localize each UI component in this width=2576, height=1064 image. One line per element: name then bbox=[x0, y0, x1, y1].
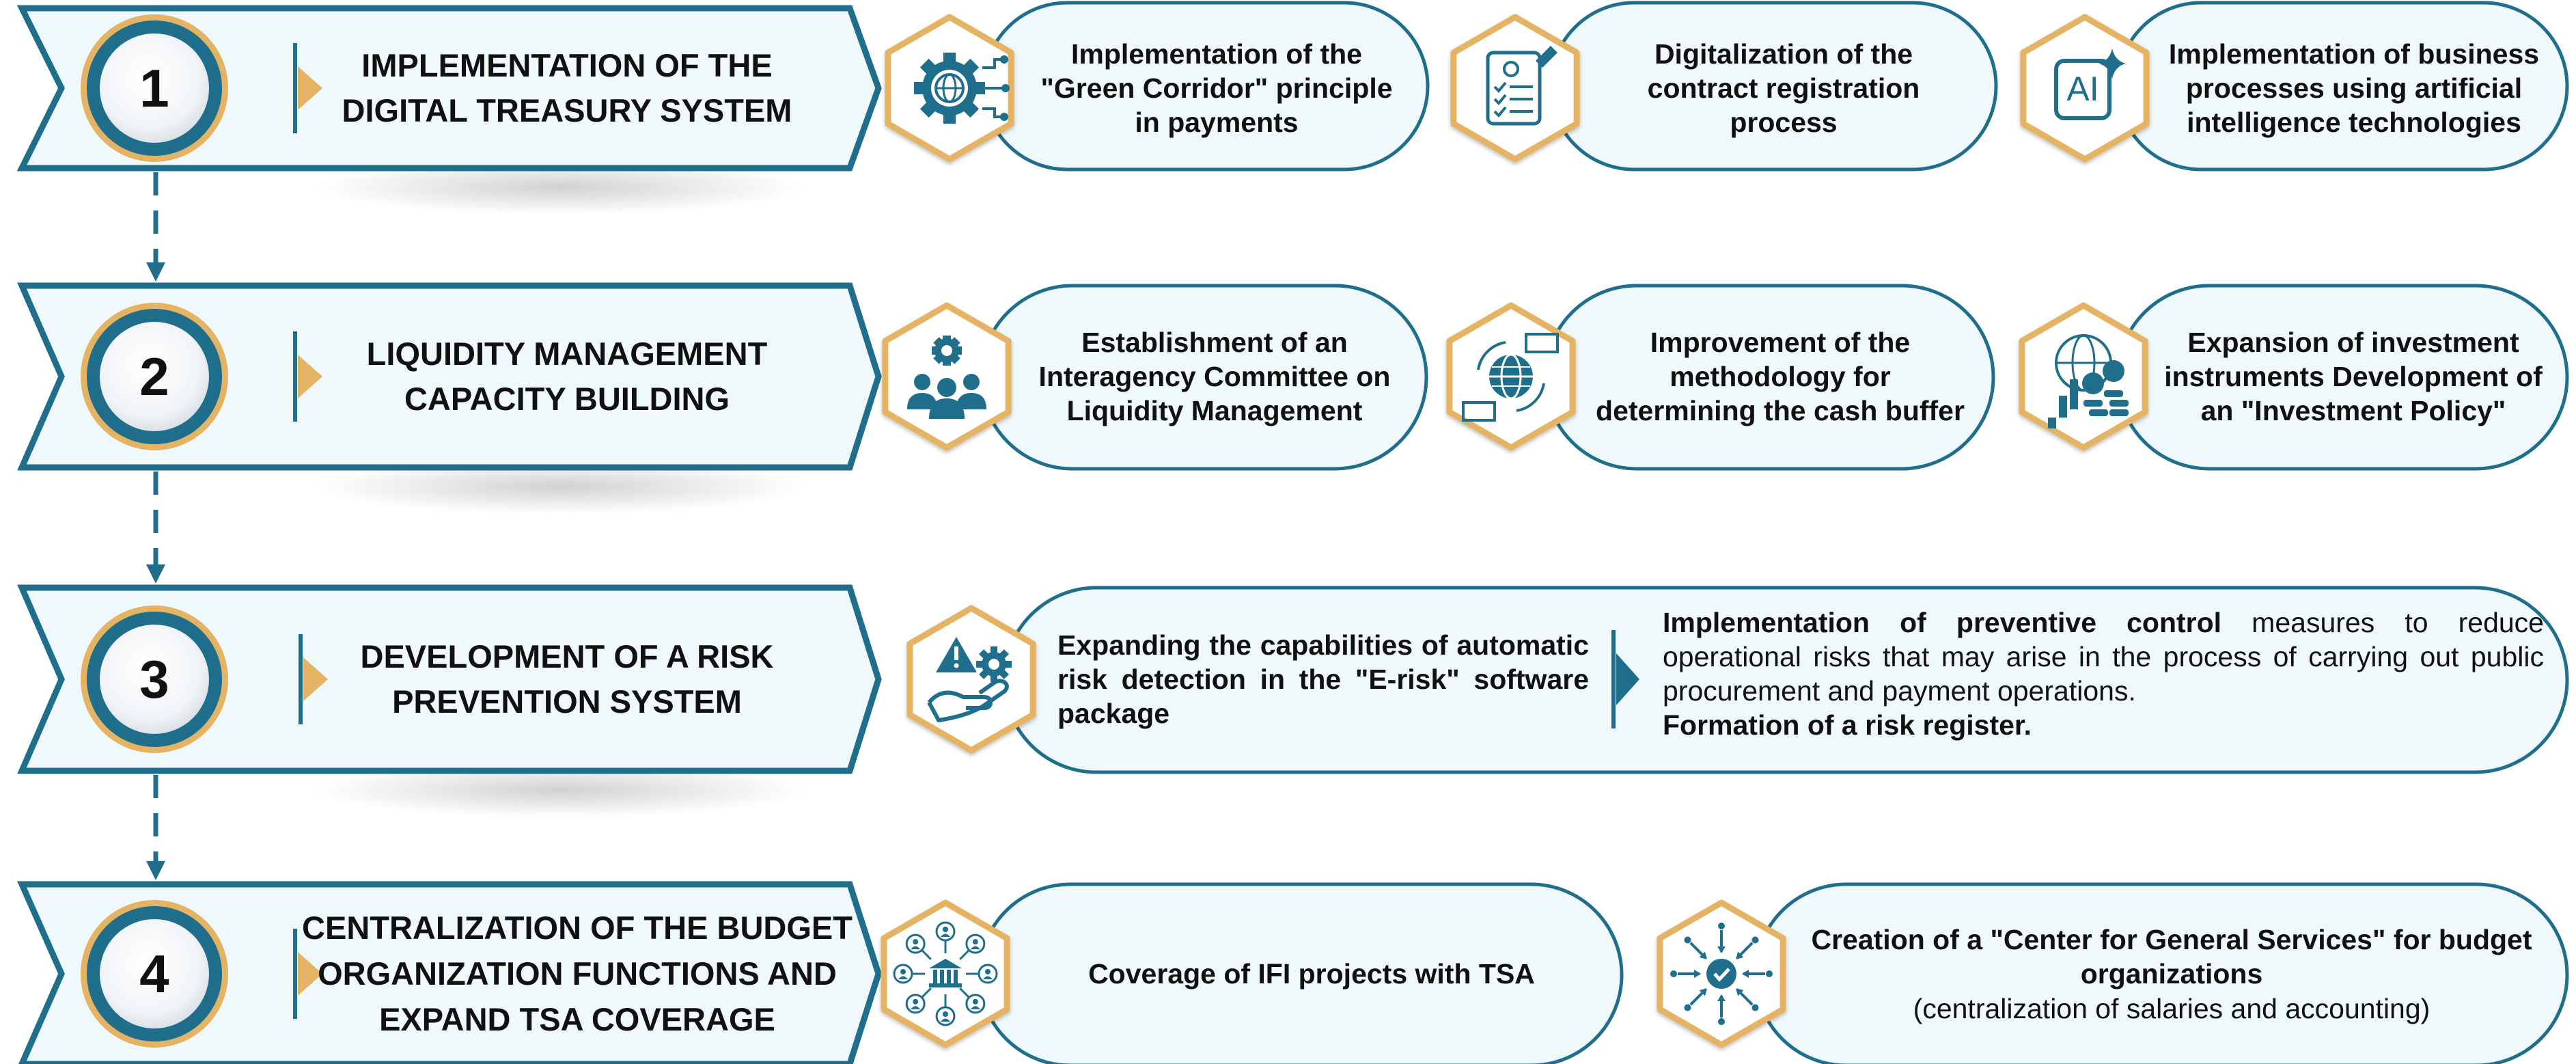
step-title-line: EXPAND TSA COVERAGE bbox=[379, 1000, 775, 1037]
item-text-group: Creation of a "Center for General Servic… bbox=[1803, 923, 2540, 1025]
step-connector-arrowhead bbox=[146, 861, 165, 880]
item-text: Coverage of IFI projects with TSA bbox=[1026, 891, 1597, 1057]
team-gear-icon bbox=[907, 336, 986, 419]
globe-coins-chart-icon bbox=[2048, 334, 2129, 428]
item-text-content: Implementation of the "Green Corridor" p… bbox=[1040, 38, 1393, 138]
icon-hexagon bbox=[906, 605, 1036, 754]
item-text: Digitalization of the contract registrat… bbox=[1596, 15, 1971, 161]
icon-hexagon bbox=[881, 899, 1010, 1048]
item-text-content: Coverage of IFI projects with TSA bbox=[1088, 958, 1535, 990]
bank-network-icon bbox=[893, 921, 998, 1026]
step-title-line: DEVELOPMENT OF A RISK bbox=[360, 638, 774, 675]
step-title: DEVELOPMENT OF A RISK PREVENTION SYSTEM bbox=[321, 593, 813, 765]
item-text: Improvement of the methodology for deter… bbox=[1592, 292, 1969, 461]
step-banner bbox=[17, 584, 882, 774]
step-title-line: IMPLEMENTATION OF THE bbox=[361, 47, 773, 84]
checklist-clipboard-icon bbox=[1486, 46, 1557, 126]
banner-shadow bbox=[314, 763, 806, 817]
item-text-content: Expanding the capabilities of automatic … bbox=[1057, 629, 1589, 729]
step-connector-arrowhead bbox=[146, 564, 165, 584]
item-text-content: Digitalization of the contract registrat… bbox=[1647, 38, 1920, 138]
svg-text:AI: AI bbox=[2066, 70, 2099, 108]
item-text: Implementation of business processes usi… bbox=[2165, 15, 2543, 161]
step-title-line: CENTRALIZATION OF THE BUDGET bbox=[302, 910, 853, 946]
banner-shadow bbox=[314, 160, 806, 215]
number-badge-face bbox=[100, 322, 209, 431]
icon-hexagon bbox=[2020, 14, 2150, 163]
step-number: 4 bbox=[139, 944, 169, 1004]
step-title-lines: DEVELOPMENT OF A RISK PREVENTION SYSTEM bbox=[361, 634, 774, 724]
step-detail: Implementation of preventive control mea… bbox=[1663, 605, 2544, 753]
step-title-line: ORGANIZATION FUNCTIONS AND bbox=[318, 955, 837, 992]
step-title-line: DIGITAL TREASURY SYSTEM bbox=[342, 92, 792, 128]
banner-triangle bbox=[303, 657, 328, 701]
ai-chip-icon: AI bbox=[2054, 49, 2126, 120]
detail-tail: Formation of a risk register. bbox=[1663, 708, 2544, 742]
step-banner bbox=[17, 881, 882, 1064]
detail-triangle bbox=[1616, 653, 1639, 705]
step-number: 1 bbox=[139, 58, 169, 118]
item-text: Implementation of the "Green Corridor" p… bbox=[1030, 15, 1403, 161]
step-title-lines: IMPLEMENTATION OF THE DIGITAL TREASURY SY… bbox=[342, 43, 792, 133]
banner-triangle bbox=[298, 952, 322, 996]
icon-hexagon bbox=[882, 302, 1012, 451]
step-title: CENTRALIZATION OF THE BUDGET ORGANIZATION… bbox=[301, 890, 854, 1059]
globe-money-exchange-icon bbox=[1462, 333, 1559, 422]
step-connector-arrowhead bbox=[146, 262, 165, 282]
centralized-check-arrows-icon bbox=[1670, 923, 1773, 1025]
item-text-bold: Creation of a "Center for General Servic… bbox=[1811, 924, 2532, 990]
step-title: LIQUIDITY MANAGEMENT CAPACITY BUILDING bbox=[321, 291, 813, 462]
item-text-content: Improvement of the methodology for deter… bbox=[1596, 326, 1965, 426]
icon-hexagon bbox=[2019, 302, 2148, 451]
item-text-content: Establishment of an Interagency Committe… bbox=[1038, 326, 1391, 426]
number-badge-face bbox=[100, 919, 209, 1028]
number-badge-face bbox=[100, 625, 209, 734]
hand-warning-gear-icon bbox=[927, 637, 1012, 722]
banner-triangle bbox=[298, 355, 322, 398]
item-text-content: Expansion of investment instruments Deve… bbox=[2164, 326, 2543, 426]
item-text-normal: (centralization of salaries and accounti… bbox=[1913, 992, 2430, 1024]
step-title: IMPLEMENTATION OF THE DIGITAL TREASURY SY… bbox=[321, 14, 813, 163]
step-title-lines: CENTRALIZATION OF THE BUDGET ORGANIZATION… bbox=[302, 905, 853, 1042]
banner-shadow bbox=[314, 459, 806, 514]
number-badge-face bbox=[100, 33, 209, 143]
detail-bold-tail: Formation of a risk register. bbox=[1663, 709, 2032, 741]
step-title-line: PREVENTION SYSTEM bbox=[392, 683, 742, 720]
item-text: Creation of a "Center for General Servic… bbox=[1803, 895, 2540, 1053]
gear-circuit-globe-icon bbox=[914, 53, 1010, 124]
step-title-line: CAPACITY BUILDING bbox=[404, 381, 730, 417]
detail-bold-lead: Implementation of preventive control bbox=[1663, 607, 2222, 638]
detail-rest: measures to reduce operational risks tha… bbox=[1663, 607, 2544, 707]
step-banner bbox=[16, 5, 882, 172]
item-text: Expanding the capabilities of automatic … bbox=[1057, 601, 1589, 757]
step-number: 3 bbox=[139, 649, 169, 709]
step-number: 2 bbox=[139, 346, 169, 407]
step-title-lines: LIQUIDITY MANAGEMENT CAPACITY BUILDING bbox=[367, 331, 768, 422]
step-title-line: LIQUIDITY MANAGEMENT bbox=[366, 336, 768, 372]
detail-paragraph: Implementation of preventive control mea… bbox=[1663, 605, 2544, 708]
banner-triangle bbox=[298, 66, 322, 110]
step-banner bbox=[17, 282, 882, 471]
item-text: Establishment of an Interagency Committe… bbox=[1027, 292, 1402, 461]
item-text: Expansion of investment instruments Deve… bbox=[2164, 292, 2543, 461]
item-text-content: Implementation of business processes usi… bbox=[2168, 38, 2540, 138]
